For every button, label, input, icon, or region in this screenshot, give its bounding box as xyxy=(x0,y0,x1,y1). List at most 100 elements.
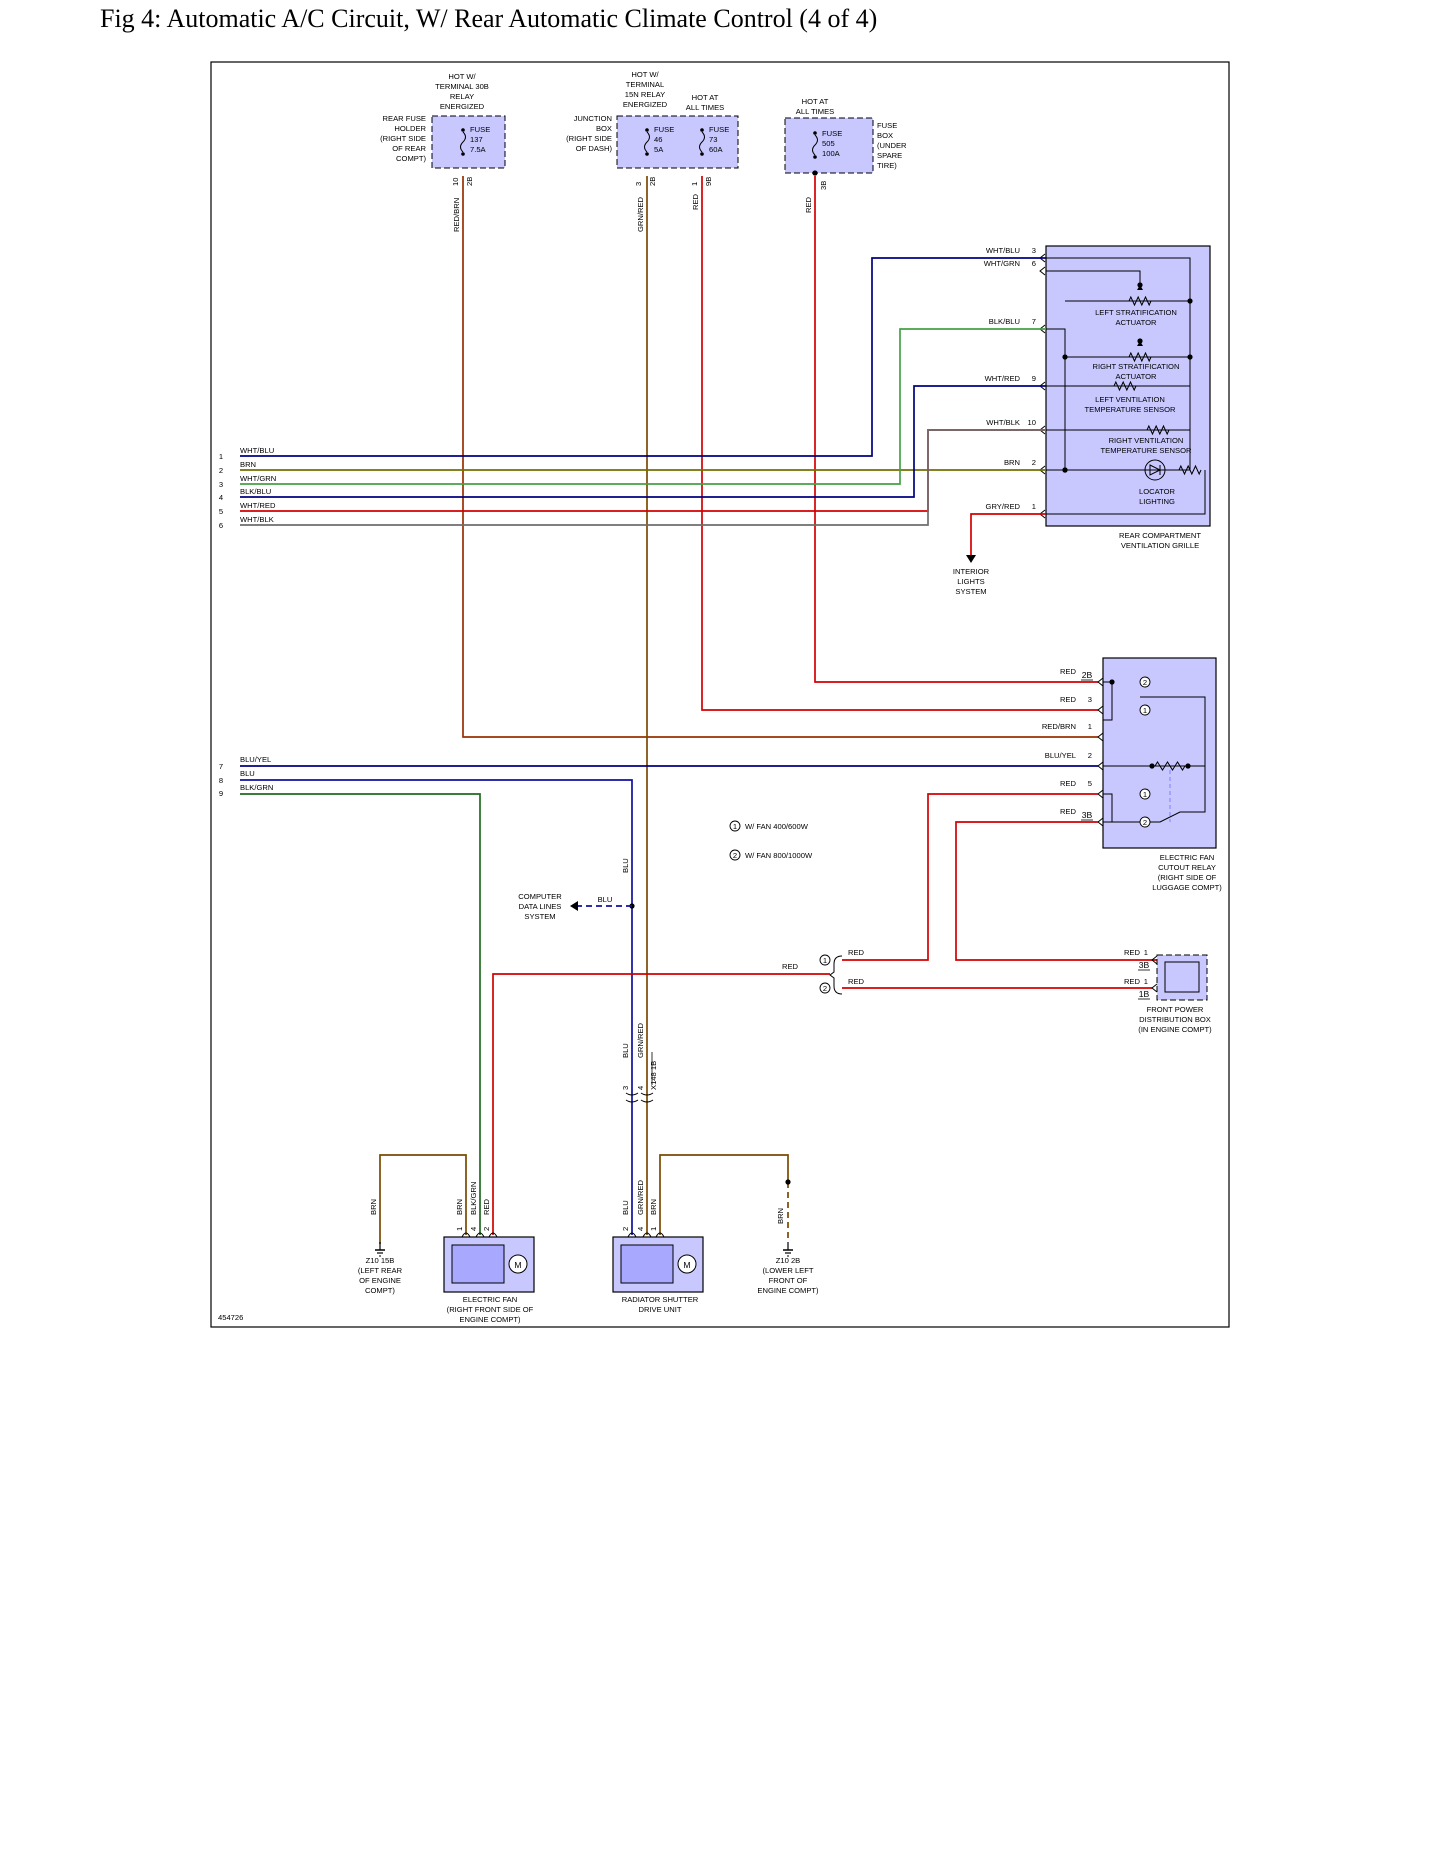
wire-label-blu-low: BLU xyxy=(621,1043,630,1058)
left-vent-sensor-resistor xyxy=(1113,380,1137,392)
front-power-inner xyxy=(1164,961,1200,993)
junction-hot-a-label: TERMINAL xyxy=(626,80,664,89)
ground-right-label: (LOWER LEFT xyxy=(762,1266,813,1275)
radiator-shutter-pin: 4 xyxy=(636,1227,645,1231)
fan-pin-tick xyxy=(488,1232,498,1238)
rear-fuse-hot-label: TERMINAL 30B xyxy=(435,82,489,91)
fuse-73-conn: 9B xyxy=(704,177,713,186)
fan-cutout-relay-name: CUTOUT RELAY xyxy=(1158,863,1216,872)
computer-data-label: DATA LINES xyxy=(519,902,562,911)
front-power-tick xyxy=(1151,955,1158,965)
inline-connector-label: X148 1B xyxy=(649,1061,658,1090)
fuse-137-label: 137 xyxy=(470,135,483,144)
left-wire-blk/blu xyxy=(240,385,1046,498)
shutter-pin-tick xyxy=(655,1232,665,1238)
left-wire-number: 4 xyxy=(219,493,223,502)
wire-red-fuse73 xyxy=(701,176,1098,711)
grille-pin-number: 10 xyxy=(1028,418,1036,427)
fuse-box-hot-label: ALL TIMES xyxy=(796,107,834,116)
ground-left-label: COMPT) xyxy=(365,1286,395,1295)
electric-fan-motor-icon xyxy=(508,1254,528,1274)
left-vent-sensor-label: TEMPERATURE SENSOR xyxy=(1085,405,1177,414)
wire-label-red-brn: RED/BRN xyxy=(452,198,461,232)
fuse-137-label: 7.5A xyxy=(470,145,487,154)
junction-hot-a-label: HOT W/ xyxy=(631,70,659,79)
ventilation-grille-name: REAR COMPARTMENT xyxy=(1119,531,1201,540)
left-wire-label: BRN xyxy=(240,460,256,469)
left-wire-number: 8 xyxy=(219,776,223,785)
wire-label-grn-red-low: GRN/RED xyxy=(636,1022,645,1058)
relay-pin-tick xyxy=(1097,732,1104,742)
wire-blu xyxy=(240,779,633,1235)
variant-marker-2-number: 2 xyxy=(823,984,827,993)
note-text: W/ FAN 400/600W xyxy=(745,822,809,831)
front-power-conn: 1B xyxy=(1139,989,1150,999)
fuse-505-label: FUSE xyxy=(822,129,842,138)
left-stratification-label: LEFT STRATIFICATION xyxy=(1095,308,1177,317)
left-wire-label: BLU xyxy=(240,769,255,778)
relay-variant-2b-number: 2 xyxy=(1143,818,1147,827)
electric-fan-pin: 4 xyxy=(469,1227,478,1231)
relay-wire-label: RED xyxy=(1060,807,1077,816)
right-vent-sensor-label: RIGHT VENTILATION xyxy=(1109,436,1184,445)
rear-fuse-pin: 10 xyxy=(451,178,460,186)
ground-left-label: Z10 15B xyxy=(366,1256,395,1265)
fuse-46-pin: 3 xyxy=(634,182,643,186)
junction-hot-b-label: HOT AT xyxy=(692,93,719,102)
relay-wire-label: RED/BRN xyxy=(1042,722,1076,731)
diagram-frame xyxy=(210,61,1230,1328)
shutter-pin-tick xyxy=(642,1232,652,1238)
fuse-46-label: 5A xyxy=(654,145,664,154)
fuse-505-conn: 3B xyxy=(819,181,828,190)
right-stratification-label: RIGHT STRATIFICATION xyxy=(1093,362,1180,371)
grille-pin-number: 2 xyxy=(1032,458,1036,467)
rear-fuse-holder-box xyxy=(431,115,506,169)
ventilation-grille-name: VENTILATION GRILLE xyxy=(1121,541,1199,550)
fuse-46-label: 46 xyxy=(654,135,662,144)
inline-connector-symbol xyxy=(625,1092,654,1103)
front-power-pin: 1 xyxy=(1144,977,1148,986)
left-wire-label: WHT/RED xyxy=(240,501,276,510)
grille-wire-label: GRY/RED xyxy=(986,502,1021,511)
fuse-73-pin: 1 xyxy=(690,182,699,186)
grille-pin-number: 3 xyxy=(1032,246,1036,255)
wire-label-grn-red-top: GRN/RED xyxy=(636,196,645,232)
right-vent-sensor-label: TEMPERATURE SENSOR xyxy=(1101,446,1193,455)
fan-pin-tick xyxy=(475,1232,485,1238)
left-wire-number: 5 xyxy=(219,507,223,516)
rear-fuse-hot-label: ENERGIZED xyxy=(440,102,485,111)
relay-pin-number: 2 xyxy=(1088,751,1092,760)
grille-internal-gry-red xyxy=(1046,470,1206,515)
grille-pin-number: 7 xyxy=(1032,317,1036,326)
relay-dot xyxy=(1109,679,1115,685)
interior-lights-label: LIGHTS xyxy=(957,577,984,586)
wire-red-fan xyxy=(492,973,830,1235)
radiator-shutter-wire-label: BLU xyxy=(621,1200,630,1215)
fuse-box-hot-label: HOT AT xyxy=(802,97,829,106)
rear-fuse-hot-label: RELAY xyxy=(450,92,474,101)
junction-box xyxy=(616,115,739,169)
relay-wire-label: RED xyxy=(1060,779,1077,788)
ground-left-label: (LEFT REAR xyxy=(358,1266,403,1275)
junction-hot-a-label: 15N RELAY xyxy=(625,90,665,99)
rear-fuse-conn: 2B xyxy=(465,177,474,186)
relay-pin-number: 5 xyxy=(1088,779,1092,788)
relay-pin-tick xyxy=(1097,761,1104,771)
relay-variant-2b xyxy=(1139,816,1151,828)
brn-splice xyxy=(1062,467,1068,473)
relay-wire-label: RED xyxy=(1060,667,1077,676)
grille-wire-label: WHT/GRN xyxy=(984,259,1020,268)
front-power-wire: RED xyxy=(1124,977,1141,986)
wire-brn-ground-left xyxy=(379,1154,467,1244)
relay-variant-2 xyxy=(1139,676,1151,688)
fuse-73-label: 73 xyxy=(709,135,717,144)
note-marker-number: 1 xyxy=(733,822,737,831)
left-wire-label: WHT/BLK xyxy=(240,515,274,524)
grille-wire-label: BRN xyxy=(1004,458,1020,467)
wire-label-brn-ground-right: BRN xyxy=(776,1208,785,1224)
electric-fan-name: ELECTRIC FAN xyxy=(463,1295,517,1304)
spare-tire-fuse-box xyxy=(784,117,874,174)
locator-lighting-label: LOCATOR xyxy=(1139,487,1176,496)
left-wire-wht/blu xyxy=(240,257,1046,457)
